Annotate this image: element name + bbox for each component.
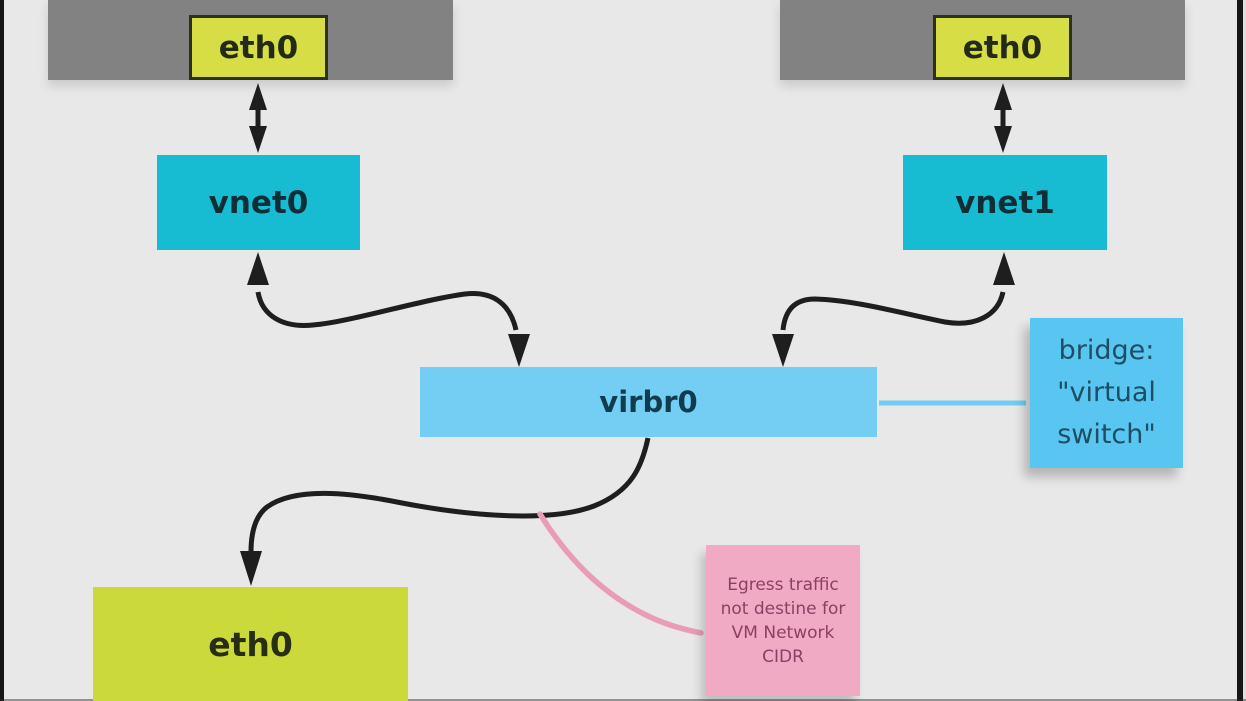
egress-note-line: Egress traffic [727,574,839,595]
bridge-sticky-note: bridge: "virtual switch" [1030,318,1183,468]
egress-note-line: VM Network [731,622,835,643]
eth0-left-label: eth0 [218,29,299,66]
virbr0-bridge-node: virbr0 [420,367,877,437]
eth0-node-bottom: eth0 [93,587,408,701]
virbr0-label: virbr0 [599,385,698,419]
eth0-vnet0-arrow [249,83,267,153]
vnet0-label: vnet0 [208,184,309,221]
vnet1-label: vnet1 [955,184,1055,221]
bridge-note-line: "virtual [1057,377,1156,408]
eth0-vnet1-arrow [994,83,1012,153]
frame-bottom-border [0,699,1246,701]
virbr0-eth0-arrow [240,437,651,586]
eth0-node-left: eth0 [189,15,328,80]
vnet1-node: vnet1 [903,155,1107,250]
frame-right-border [1237,0,1243,701]
bridge-note-line: bridge: [1058,335,1155,366]
egress-note-line: CIDR [762,646,804,667]
egress-pink-connector [537,511,704,636]
vnet0-virbr0-arrow [247,252,530,367]
frame-left-border [0,0,4,701]
frame-right-edge-sliver [1243,0,1246,701]
eth0-right-label: eth0 [962,29,1043,66]
egress-sticky-note: Egress traffic not destine for VM Networ… [706,545,860,696]
virbr0-vnet1-arrow [772,252,1015,367]
eth0-node-right: eth0 [933,15,1072,80]
egress-note-line: not destine for [720,598,846,619]
vnet0-node: vnet0 [157,155,360,250]
eth0-bottom-label: eth0 [208,624,293,664]
bridge-note-line: switch" [1057,419,1156,450]
